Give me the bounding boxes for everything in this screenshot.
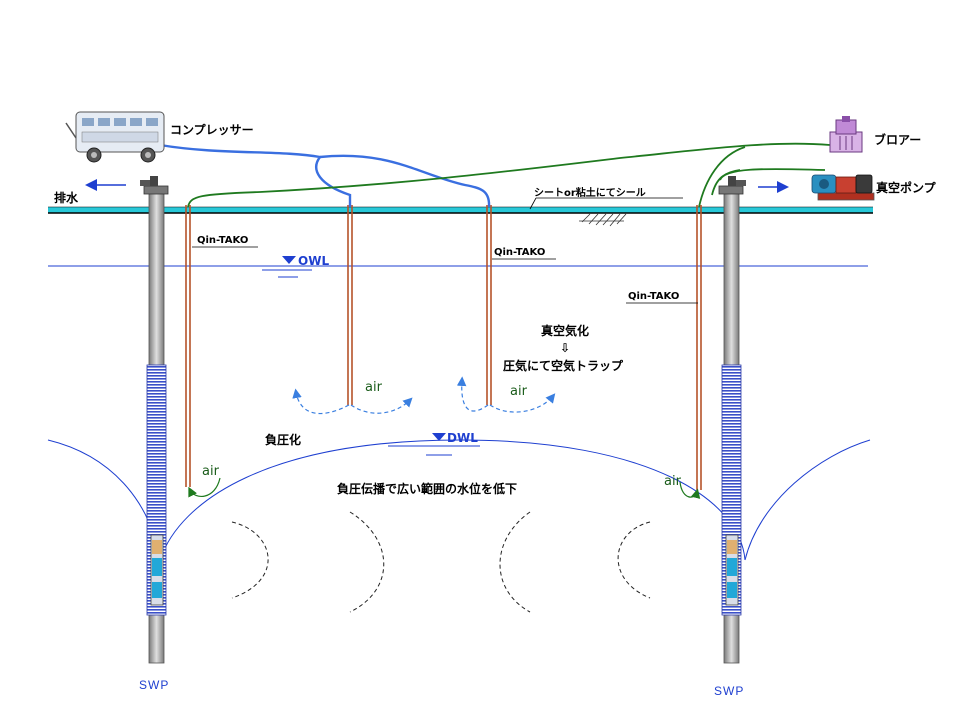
blower-label: ブロアー xyxy=(874,132,921,147)
qin-tako-label-3: Qin-TAKO xyxy=(628,291,679,302)
air-label-2: air xyxy=(510,384,528,399)
seal-hatching xyxy=(579,213,627,227)
drawdown-curve-left xyxy=(47,439,161,561)
air-label-4: air xyxy=(664,474,682,489)
air-label-3: air xyxy=(202,464,220,479)
negative-pressure-label: 負圧化 xyxy=(265,432,301,447)
qin-tako-label-1: Qin-TAKO xyxy=(197,235,248,246)
leader-lines xyxy=(192,197,698,304)
seal-label: シートor粘土にてシール xyxy=(534,186,646,199)
drainage-label: 排水 xyxy=(54,190,79,205)
vaporization-label: 真空気化 xyxy=(541,323,589,338)
qin-tako-pipes xyxy=(185,205,702,490)
drawdown-curve-right xyxy=(744,439,871,561)
owl-marker xyxy=(262,256,312,278)
blower-icon xyxy=(829,116,863,153)
dwl-marker xyxy=(388,433,480,456)
qin-tako-label-2: Qin-TAKO xyxy=(494,247,545,258)
compressor-icon xyxy=(65,111,165,163)
air-label-1: air xyxy=(365,380,383,395)
drawdown-curve xyxy=(159,439,746,561)
swp-well-left xyxy=(140,176,169,664)
swp-right-label: SWP xyxy=(714,684,744,698)
compressor-label: コンプレッサー xyxy=(170,122,254,137)
air-trap-label: 圧気にて空気トラップ xyxy=(503,358,624,373)
air-arrows xyxy=(188,477,701,499)
compressor-air-hoses xyxy=(159,143,491,208)
ground-surface xyxy=(48,207,873,213)
vacuum-suction-pipes xyxy=(187,142,831,208)
owl-label: OWL xyxy=(298,254,329,268)
vacuum-pump-icon xyxy=(811,174,875,201)
air-trap-arrows xyxy=(292,376,556,415)
down-arrow-glyph: ⇩ xyxy=(560,341,570,355)
swp-well-right xyxy=(718,176,746,664)
dwl-label: DWL xyxy=(447,431,478,445)
pressure-propagation-curves xyxy=(231,511,651,613)
vacuum-pump-label: 真空ポンプ xyxy=(876,180,937,195)
swp-left-label: SWP xyxy=(139,678,169,692)
propagation-label: 負圧伝播で広い範囲の水位を低下 xyxy=(337,481,517,496)
